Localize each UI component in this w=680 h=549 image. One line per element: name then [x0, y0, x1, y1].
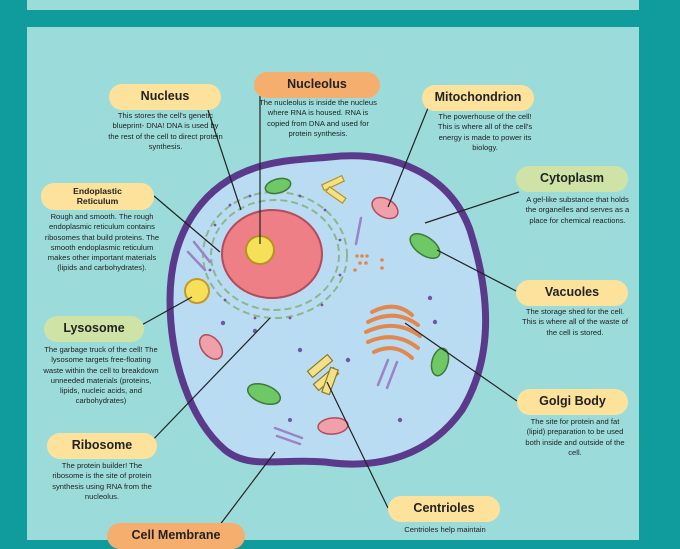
label-mitochondrion-title: Mitochondrion: [434, 90, 522, 105]
desc-golgi-body: The site for protein and fat (lipid) pre…: [525, 417, 625, 457]
desc-nucleus: This stores the cell's genetic blueprint…: [108, 111, 223, 151]
smooth-er: [186, 216, 399, 446]
label-golgi-body-title: Golgi Body: [539, 394, 606, 409]
desc-nucleolus: The nucleolus is inside the nucleus wher…: [259, 98, 377, 138]
label-ribosome: Ribosome: [47, 433, 157, 459]
label-centrioles-title: Centrioles: [413, 501, 475, 516]
label-cytoplasm-title: Cytoplasm: [540, 171, 604, 186]
desc-ribosome: The protein builder! The ribosome is the…: [52, 461, 152, 501]
label-mitochondrion: Mitochondrion: [422, 85, 534, 111]
desc-vacuoles: The storage shed for the cell. This is w…: [522, 307, 628, 337]
label-nucleus-title: Nucleus: [140, 89, 190, 104]
label-endoplastic-title-line1: Endoplastic: [73, 186, 122, 197]
centriole-top: [320, 174, 347, 205]
label-nucleus: Nucleus: [109, 84, 221, 110]
label-cell-membrane: Cell Membrane: [107, 523, 245, 549]
golgi-body: [364, 304, 422, 360]
vacuoles: [246, 177, 450, 406]
desc-lysosome: The garbage truck of the cell! The lysos…: [43, 345, 159, 406]
label-lysosome: Lysosome: [44, 316, 144, 342]
desc-mitochondrion: The powerhouse of the cell! This is wher…: [437, 112, 533, 152]
label-vacuoles: Vacuoles: [516, 280, 628, 306]
mitochondria: [198, 196, 399, 435]
label-endoplastic-reticulum: Endoplastic Reticulum: [41, 183, 154, 210]
label-centrioles: Centrioles: [388, 496, 500, 522]
desc-endoplastic-reticulum: Rough and smooth. The rough endoplasmic …: [44, 212, 160, 273]
label-cytoplasm: Cytoplasm: [516, 166, 628, 192]
cell-membrane: [166, 152, 490, 468]
desc-centrioles: Centrioles help maintain: [404, 525, 486, 534]
small-orange-granules: [353, 254, 384, 272]
label-nucleolus: Nucleolus: [254, 72, 380, 98]
top-panel-strip: [27, 0, 639, 10]
label-cell-membrane-title: Cell Membrane: [131, 528, 221, 543]
pointer-lines: [137, 96, 520, 531]
er-dots: [208, 194, 342, 320]
label-vacuoles-title: Vacuoles: [544, 285, 600, 300]
centrioles: [306, 353, 340, 396]
label-golgi-body: Golgi Body: [517, 389, 628, 415]
desc-cytoplasm: A gel-like substance that holds the orga…: [525, 195, 630, 225]
label-lysosome-title: Lysosome: [63, 321, 125, 336]
label-ribosome-title: Ribosome: [71, 438, 133, 453]
label-nucleolus-title: Nucleolus: [287, 77, 347, 92]
label-endoplastic-title-line2: Reticulum: [76, 195, 119, 206]
